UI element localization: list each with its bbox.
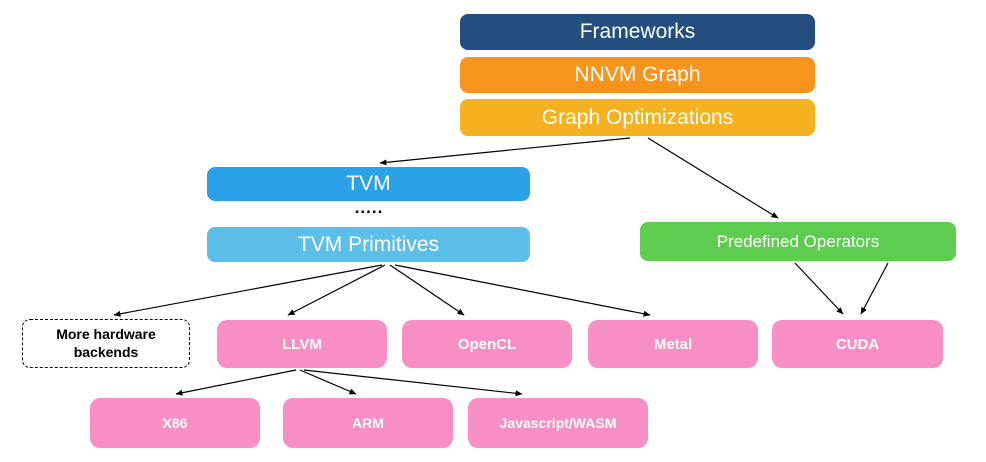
- edge-llvm-jswasm: [303, 369, 523, 397]
- node-more-hardware-backends: More hardware backends: [22, 319, 190, 368]
- edge-tvmprim-metal: [394, 264, 651, 317]
- node-tvm-primitives: TVM Primitives: [207, 227, 530, 262]
- edge-predefined-cuda-1: [794, 262, 844, 315]
- node-graph-optimizations: Graph Optimizations: [460, 99, 815, 136]
- edge-tvmprim-llvm: [287, 264, 386, 316]
- ellipsis-dots: .....: [354, 198, 384, 217]
- node-predefined-operators: Predefined Operators: [640, 222, 956, 261]
- node-opencl: OpenCL: [402, 320, 572, 368]
- node-nnvm-graph: NNVM Graph: [460, 57, 815, 93]
- edge-llvm-x86: [175, 369, 297, 396]
- node-metal: Metal: [588, 320, 758, 368]
- edge-tvmprim-opencl: [389, 264, 465, 316]
- node-x86: X86: [90, 398, 260, 448]
- node-tvm: TVM: [207, 167, 530, 201]
- edge-graphopt-tvm: [379, 137, 631, 166]
- node-javascript-wasm: Javascript/WASM: [468, 398, 648, 448]
- node-llvm: LLVM: [217, 320, 387, 368]
- node-cuda: CUDA: [772, 320, 943, 368]
- node-arm: ARM: [283, 398, 453, 448]
- edge-llvm-arm: [299, 369, 357, 395]
- edge-tvmprim-morehw: [113, 264, 383, 317]
- edge-predefined-cuda-2: [860, 262, 889, 315]
- node-frameworks: Frameworks: [460, 14, 815, 50]
- edge-graphopt-predefined: [647, 137, 779, 219]
